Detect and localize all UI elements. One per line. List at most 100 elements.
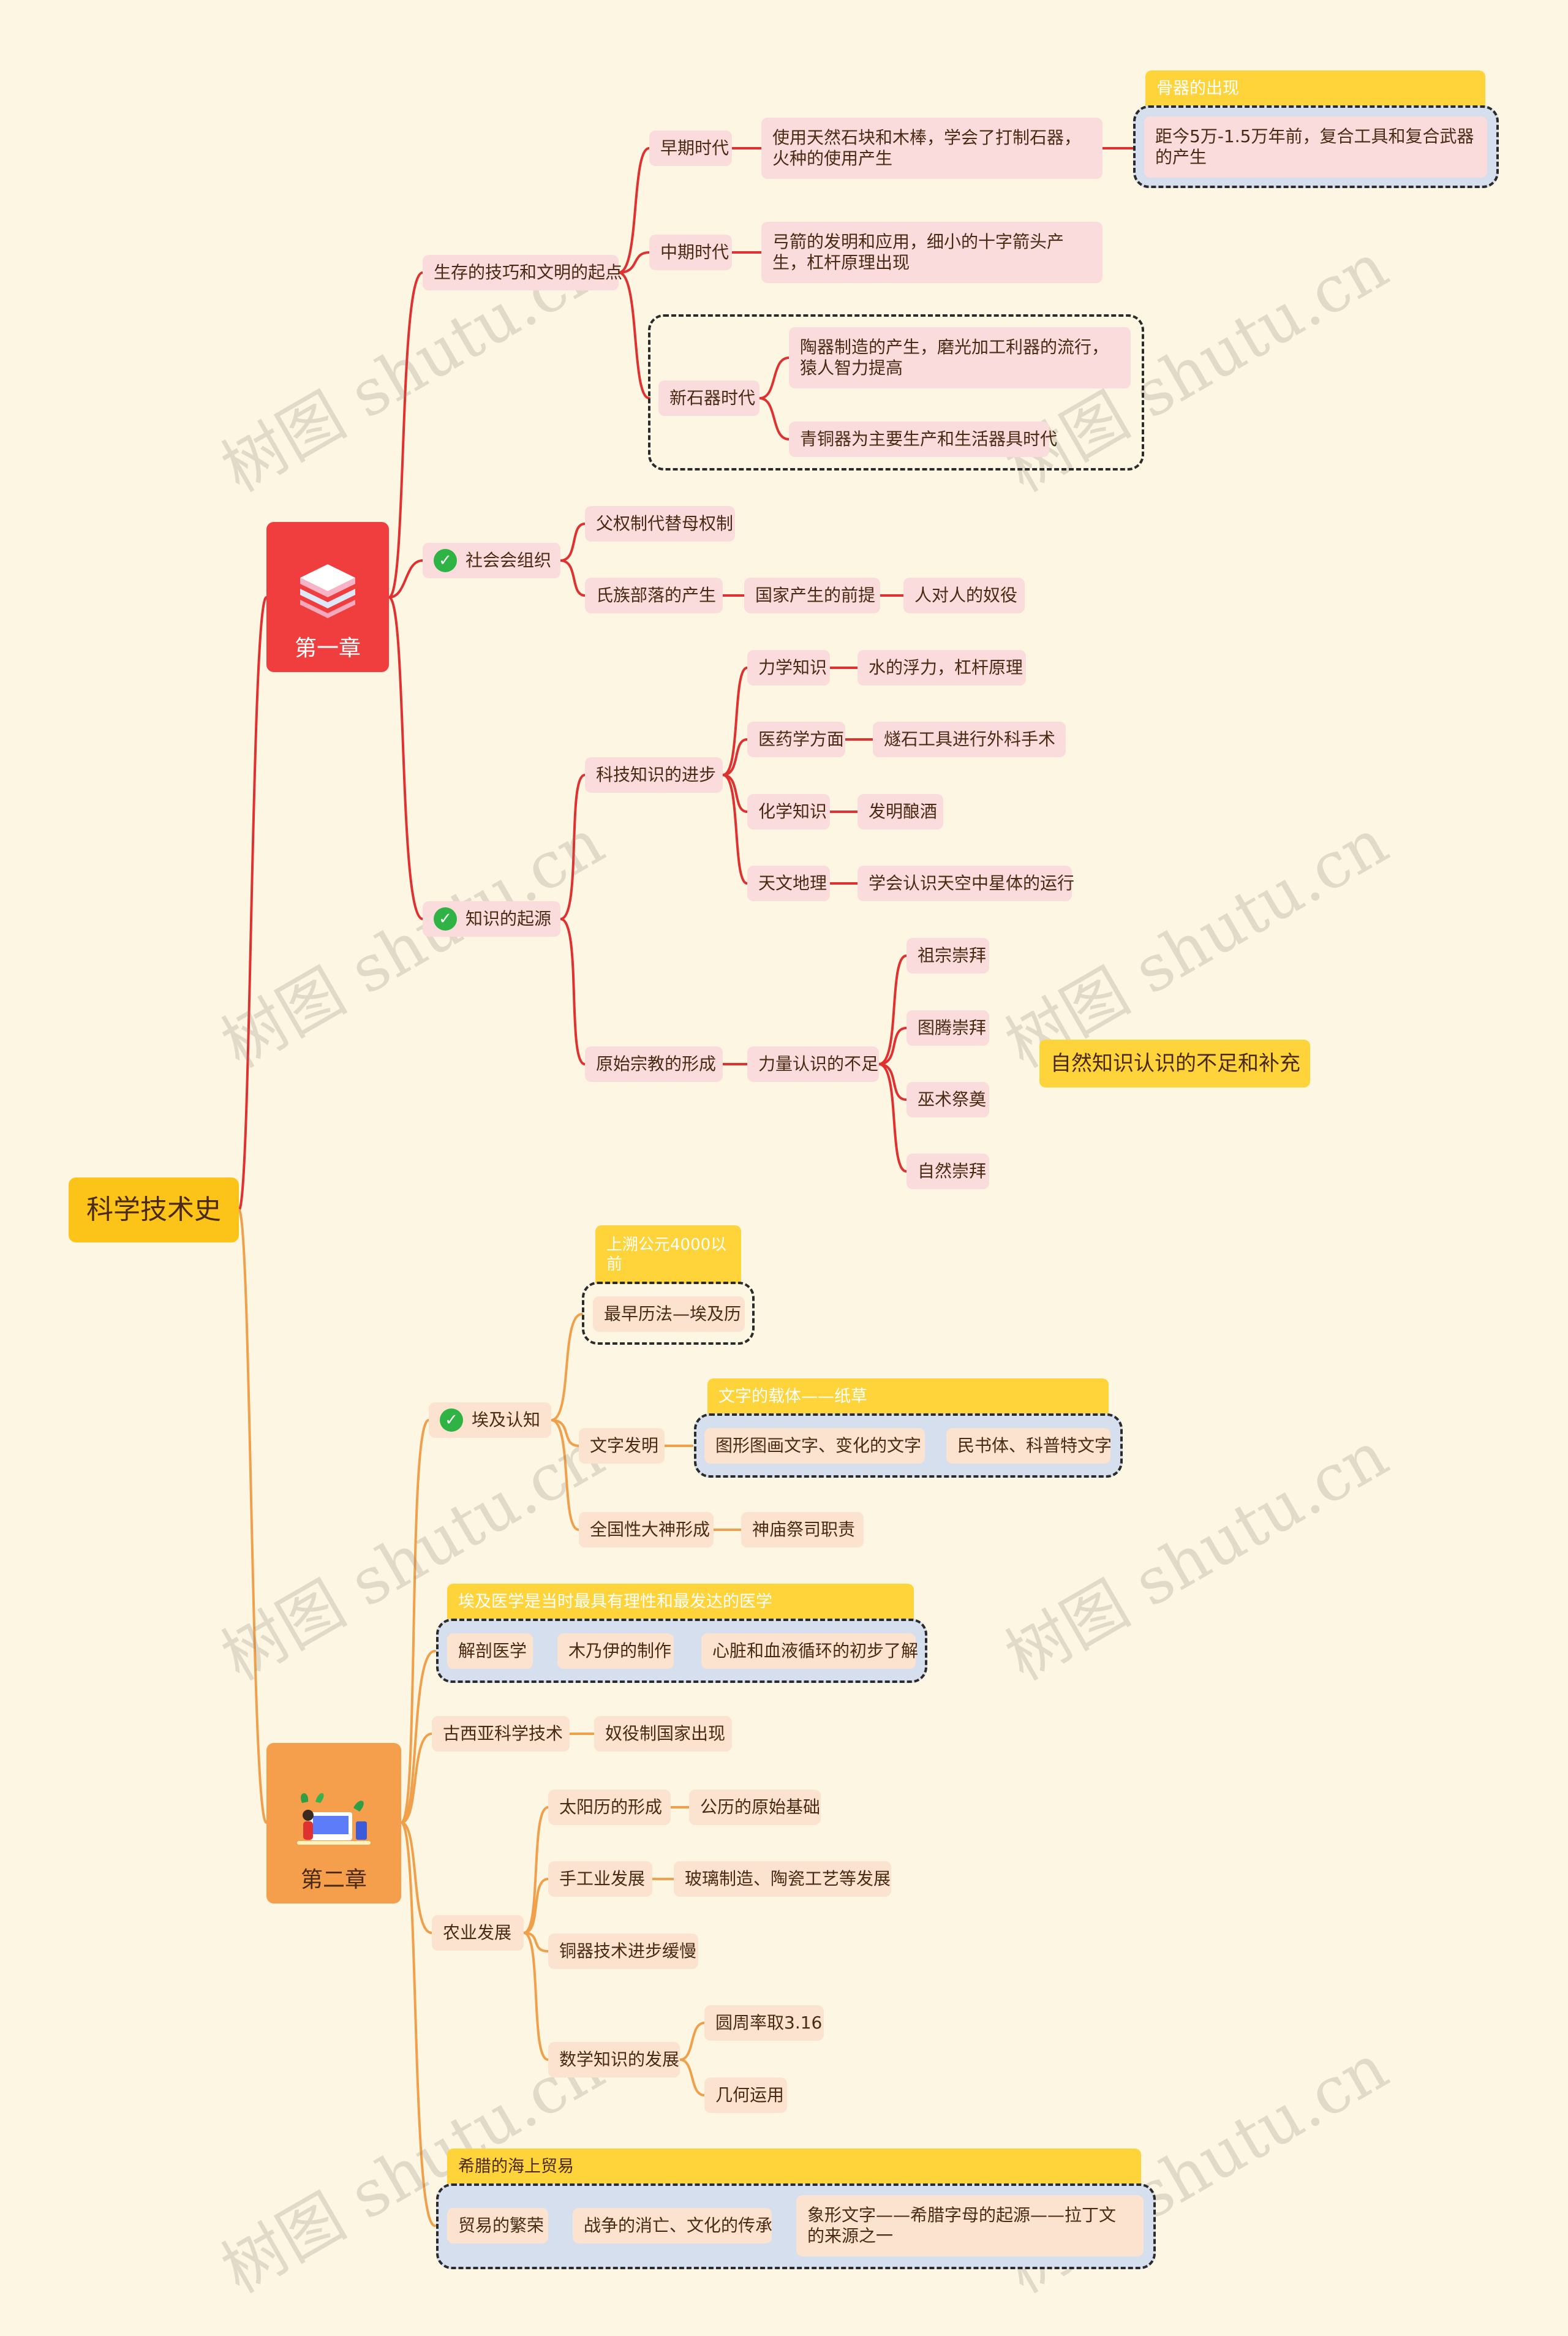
connector (878, 954, 908, 1065)
connector (388, 596, 424, 920)
chemistry-desc[interactable]: 发明酿酒 (858, 794, 943, 830)
root-topic[interactable]: 科学技术史 (69, 1177, 239, 1242)
ancestor-worship-node[interactable]: 祖宗崇拜 (907, 938, 989, 973)
chapter1-node[interactable]: 第一章 (266, 522, 389, 672)
chapter1-label: 第一章 (294, 636, 361, 661)
calendar-node[interactable]: 最早历法—埃及历 (593, 1296, 745, 1332)
connector (400, 1821, 433, 1934)
check-icon: ✓ (440, 1408, 463, 1432)
connector (550, 1419, 580, 1531)
alphabet-origin-node[interactable]: 象形文字——希腊字母的起源——拉丁文的来源之一 (796, 2195, 1144, 2256)
connector (617, 147, 650, 274)
great-gods-node[interactable]: 全国性大神形成 (579, 1512, 714, 1548)
power-insufficiency-node[interactable]: 力量认识的不足 (747, 1046, 879, 1082)
chapter2-node[interactable]: 第二章 (266, 1743, 401, 1903)
priest-duties-node[interactable]: 神庙祭司职责 (741, 1512, 864, 1548)
middle-era-desc[interactable]: 弓箭的发明和应用，细小的十字箭头产生，杠杆原理出现 (761, 222, 1102, 283)
connector (617, 251, 650, 274)
papyrus-note: 文字的载体——纸草 (707, 1378, 1109, 1415)
connector (758, 357, 790, 399)
connector (722, 738, 748, 776)
connector (722, 774, 748, 885)
heart-blood-node[interactable]: 心脏和血液循环的初步了解 (701, 1633, 918, 1669)
chemistry-node[interactable]: 化学知识 (747, 794, 830, 830)
slavery-node[interactable]: 人对人的奴役 (903, 578, 1025, 613)
tech-progress-node[interactable]: 科技知识的进步 (585, 757, 723, 793)
pictograph-node[interactable]: 图形图画文字、变化的文字 (704, 1428, 925, 1464)
connector (400, 1650, 436, 1824)
astronomy-node[interactable]: 天文地理 (747, 866, 830, 901)
egypt-medicine-note: 埃及医学是当时最具有理性和最发达的医学 (447, 1584, 914, 1620)
mechanics-desc[interactable]: 水的浮力，杠杆原理 (858, 650, 1026, 686)
neolithic-box (648, 314, 1144, 471)
connector (722, 774, 748, 813)
connector (758, 397, 790, 440)
neolithic-item-bronze[interactable]: 青铜器为主要生产和生活器具时代 (789, 421, 1057, 457)
astronomy-desc[interactable]: 学会认识天空中星体的运行 (858, 866, 1074, 901)
survival-node[interactable]: 生存的技巧和文明的起点 (423, 255, 622, 290)
connector (522, 1878, 549, 1934)
glass-ceramics-node[interactable]: 玻璃制造、陶瓷工艺等发展 (674, 1861, 891, 1897)
connector (388, 559, 424, 599)
connector (878, 1063, 908, 1101)
society-node[interactable]: ✓ 社会会组织 (423, 543, 560, 578)
clan-node[interactable]: 氏族部落的产生 (585, 578, 723, 613)
calendar-note: 上溯公元4000以前 (595, 1225, 741, 1283)
copper-tech-node[interactable]: 铜器技术进步缓慢 (548, 1933, 698, 1969)
totem-worship-node[interactable]: 图腾崇拜 (907, 1010, 989, 1046)
connector (238, 596, 268, 1211)
nature-worship-node[interactable]: 自然崇拜 (907, 1154, 989, 1189)
trade-node[interactable]: 贸易的繁荣 (447, 2208, 548, 2243)
connector (559, 559, 586, 597)
early-era-node[interactable]: 早期时代 (649, 130, 732, 166)
study-illustration-icon (297, 1793, 371, 1845)
mechanics-node[interactable]: 力学知识 (747, 650, 830, 686)
patriarchy-node[interactable]: 父权制代替母权制 (585, 506, 735, 542)
connector (400, 1821, 436, 2227)
egypt-node[interactable]: ✓ 埃及认知 (429, 1402, 551, 1438)
witchcraft-node[interactable]: 巫术祭奠 (907, 1082, 989, 1117)
connector (878, 1027, 908, 1065)
connector (559, 774, 586, 920)
connector (400, 1419, 430, 1824)
handicraft-node[interactable]: 手工业发展 (548, 1861, 652, 1897)
early-era-desc[interactable]: 使用天然石块和木棒，学会了打制石器，火种的使用产生 (761, 118, 1102, 179)
gregorian-basis-node[interactable]: 公历的原始基础 (689, 1790, 821, 1825)
writing-node[interactable]: 文字发明 (579, 1428, 665, 1464)
connector (878, 1063, 908, 1173)
medicine-node[interactable]: 医药学方面 (747, 722, 845, 757)
math-node[interactable]: 数学知识的发展 (548, 2042, 680, 2077)
connector (388, 271, 424, 599)
society-label: 社会会组织 (466, 550, 552, 570)
connector (722, 667, 748, 776)
demotic-node[interactable]: 民书体、科普特文字 (946, 1428, 1112, 1464)
religion-summary[interactable]: 自然知识认识的不足和补充 (1039, 1040, 1310, 1087)
solar-calendar-node[interactable]: 太阳历的形成 (548, 1790, 671, 1825)
connector (522, 1806, 549, 1934)
connector (550, 1419, 580, 1447)
knowledge-node[interactable]: ✓ 知识的起源 (423, 901, 560, 937)
middle-era-node[interactable]: 中期时代 (649, 235, 732, 270)
connector (238, 1209, 268, 1824)
west-asia-node[interactable]: 古西亚科学技术 (432, 1716, 570, 1752)
geometry-node[interactable]: 几何运用 (704, 2077, 787, 2113)
slave-state-node[interactable]: 奴役制国家出现 (594, 1716, 732, 1752)
state-premise-node[interactable]: 国家产生的前提 (744, 578, 880, 613)
mummy-node[interactable]: 木乃伊的制作 (557, 1633, 674, 1669)
bone-tools-desc[interactable]: 距今5万-1.5万年前，复合工具和复合武器的产生 (1144, 116, 1487, 178)
pi-node[interactable]: 圆周率取3.16 (704, 2005, 824, 2041)
neolithic-node[interactable]: 新石器时代 (658, 380, 760, 416)
connector (522, 1932, 549, 2061)
bone-tools-note: 骨器的出现 (1145, 70, 1485, 107)
agriculture-node[interactable]: 农业发展 (432, 1915, 524, 1951)
war-culture-node[interactable]: 战争的消亡、文化的传承 (573, 2208, 772, 2243)
anatomy-node[interactable]: 解剖医学 (447, 1633, 533, 1669)
connector (400, 1733, 433, 1824)
medicine-desc[interactable]: 燧石工具进行外科手术 (873, 722, 1066, 757)
check-icon: ✓ (434, 549, 457, 572)
neolithic-item-pottery[interactable]: 陶器制造的产生，磨光加工利器的流行，猿人智力提高 (789, 327, 1131, 388)
religion-node[interactable]: 原始宗教的形成 (585, 1046, 723, 1082)
chapter2-label: 第二章 (300, 1867, 367, 1892)
